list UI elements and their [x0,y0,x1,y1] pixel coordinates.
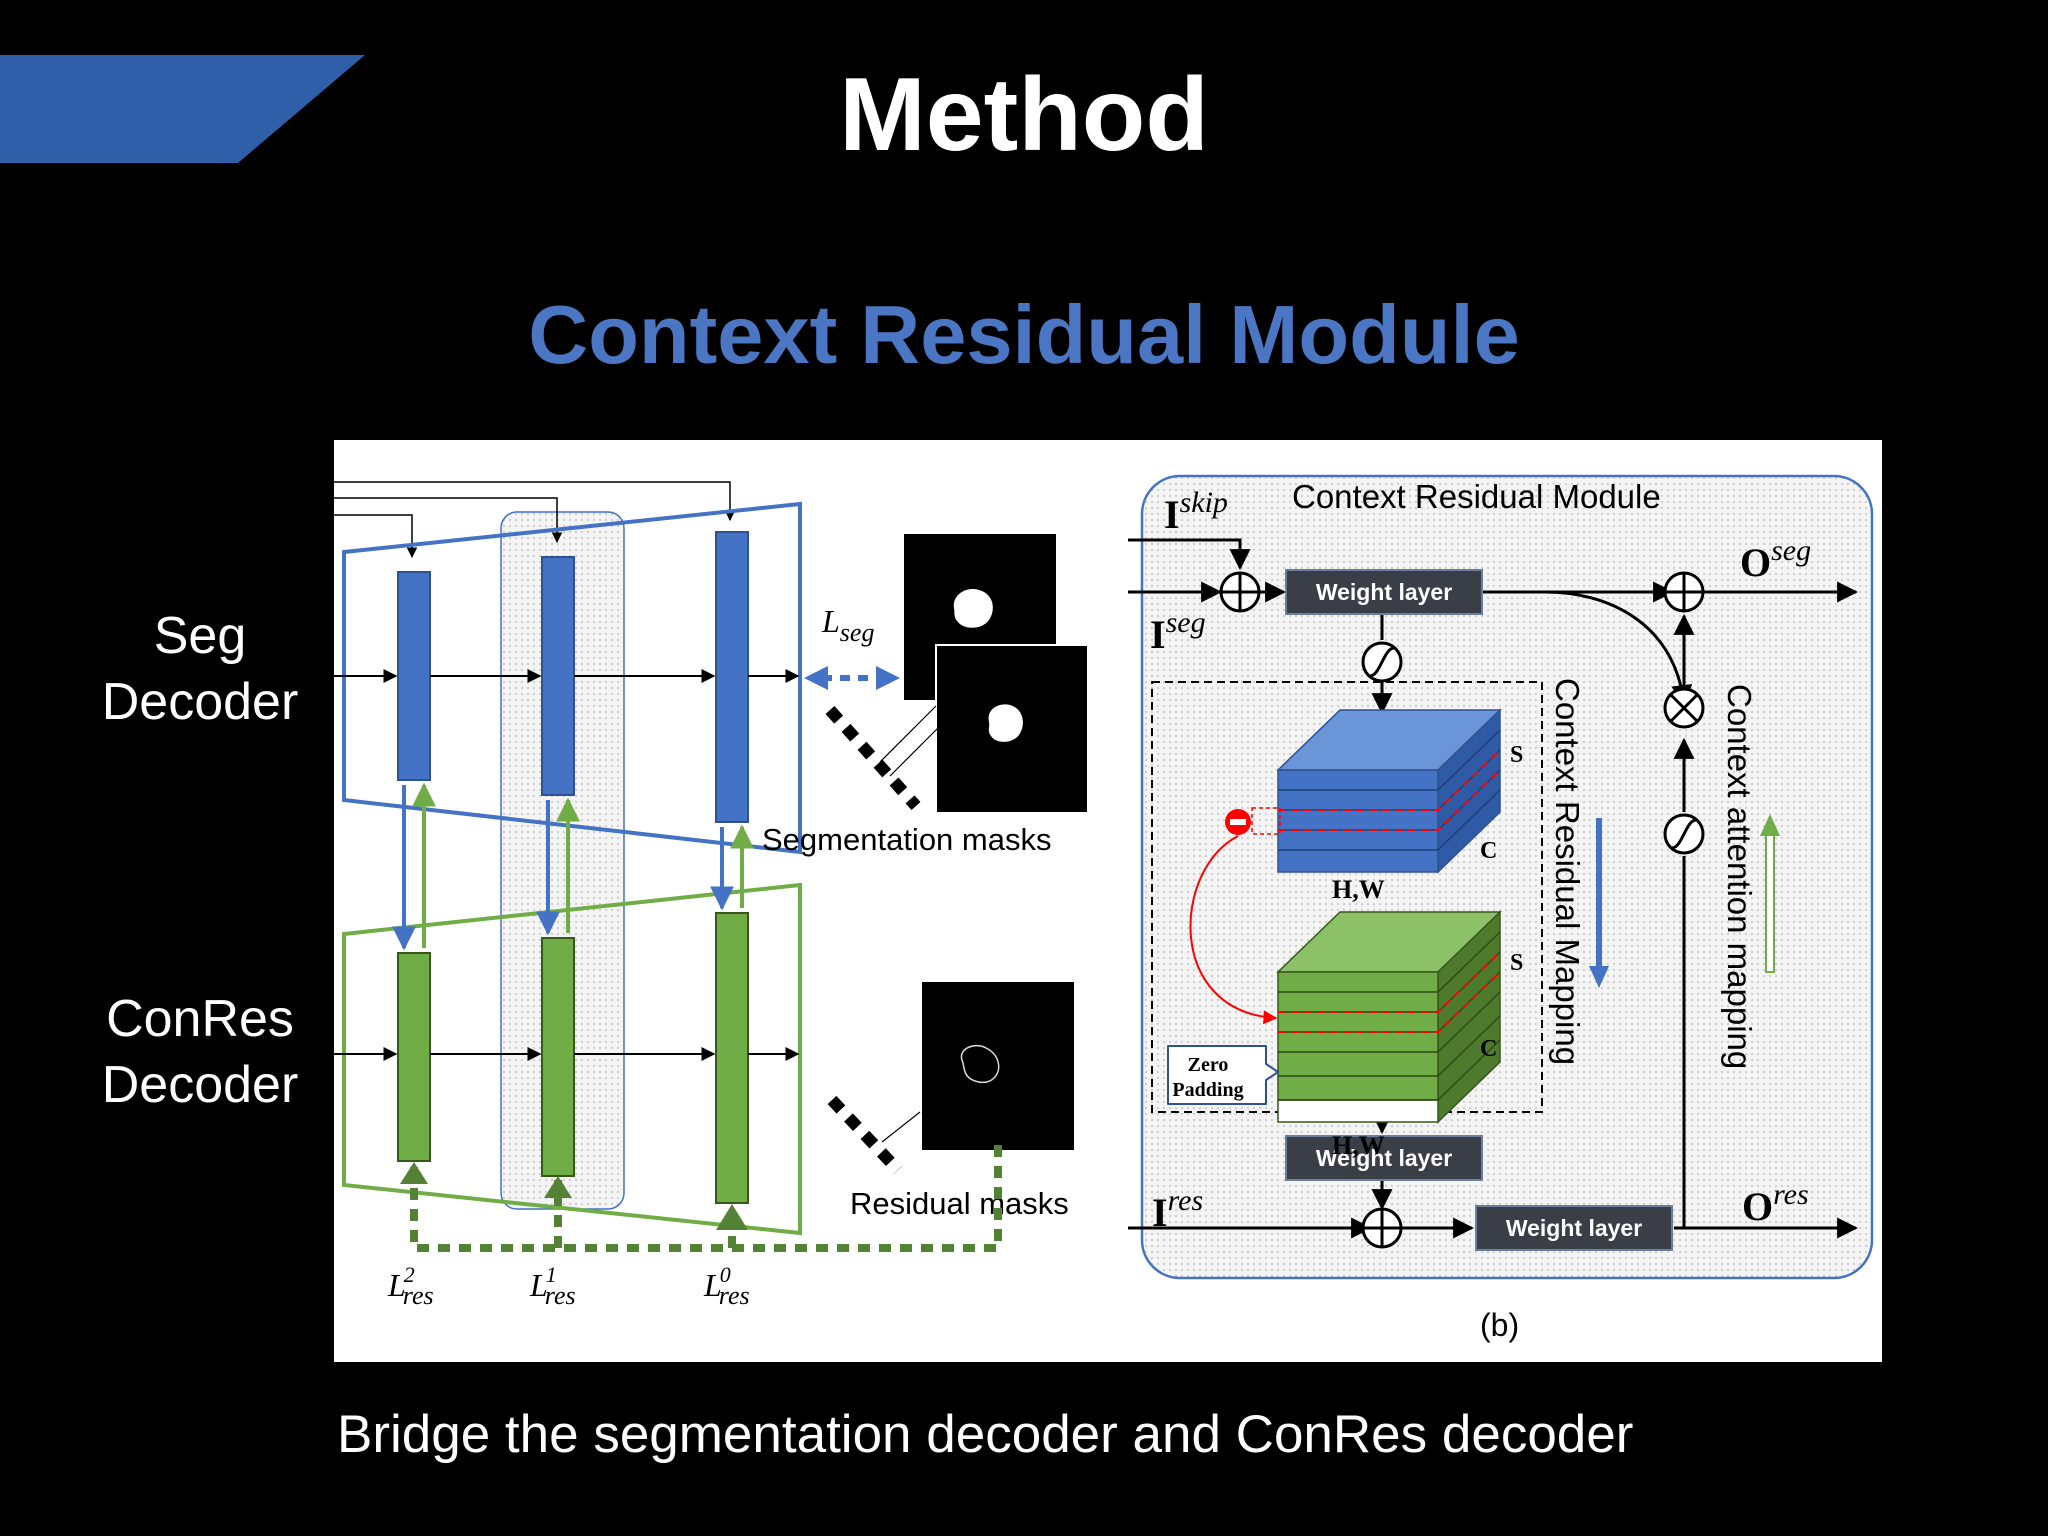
svg-text:Weight layer: Weight layer [1506,1215,1642,1241]
o-seg-label: Oseg [1740,534,1811,585]
o-res-label: Ores [1742,1178,1809,1229]
sigmoid-node-top [1361,641,1403,683]
svg-text:Weight layer: Weight layer [1316,579,1452,605]
conres-block-2 [397,952,431,1162]
slide-caption: Bridge the segmentation decoder and ConR… [337,1405,1634,1464]
res-feature-cube [1276,910,1502,1124]
conres-decoder-frame [342,882,802,1236]
slice-transfer-arrow [1189,835,1278,1025]
weight-layer-seg: Weight layer [1285,569,1483,615]
sum-node-res [1361,1207,1403,1249]
seg-cube-dim-c: C [1480,838,1497,864]
conres-decoder-label: ConRes Decoder [101,990,299,1114]
method-figure: Lseg Segmentation masks Residual masks L… [334,440,1882,1362]
conres-block-1 [541,937,575,1177]
seg-feature-cube [1276,708,1502,874]
sum-node-out-seg [1663,571,1705,613]
res-mask-pointer [827,1095,903,1175]
svg-text:Zero: Zero [1188,1054,1229,1076]
weight-layer-res: Weight layer [1475,1205,1673,1251]
conres-block-0 [715,912,749,1204]
res-cube-dim-hw: H,W [1332,1131,1385,1160]
seg-decoder-label: Seg Decoder [101,607,299,731]
seg-slice-highlight [1278,749,1501,831]
zero-padding-callout: Zero Padding [1167,1045,1279,1105]
seg-block-2 [397,571,431,781]
sum-node-skip [1219,571,1261,613]
slide-subtitle: Context Residual Module [528,288,1520,381]
seg-mask-pointer [825,705,921,811]
svg-text:Padding: Padding [1172,1079,1243,1101]
res-cube-dim-s: S [1510,950,1523,976]
res-cube-dim-c: C [1480,1036,1497,1062]
context-residual-diagram: Lseg Segmentation masks Residual masks L… [334,474,1874,1343]
bridge-arrows [392,782,754,951]
slide-title: Method [839,57,1209,173]
crm-connections [1128,538,1859,1239]
lseg-arrow [804,666,900,690]
decoder-flow-arrows [334,669,800,1061]
product-node [1663,687,1705,729]
title-banner-shape [0,55,365,163]
res-slice-highlight [1278,951,1501,1033]
residual-direction-arrow [1589,818,1609,988]
i-seg-label: Iseg [1150,606,1206,657]
sigmoid-node-right [1663,813,1705,855]
residual-mapping-label: Context Residual Mapping [1549,678,1586,1065]
seg-cube-dim-s: S [1510,742,1523,768]
seg-decoder-frame [342,501,802,855]
i-skip-label: Iskip [1164,486,1228,537]
segmentation-masks-label: Segmentation masks [762,822,1051,857]
seg-block-0 [715,531,749,823]
crm-title: Context Residual Module [1292,478,1661,515]
i-res-label: Ires [1152,1184,1203,1235]
seg-block-1 [541,556,575,796]
attention-direction-arrow [1760,814,1780,973]
attention-mapping-label: Context attention mapping [1721,684,1758,1069]
panel-label: (b) [1480,1307,1519,1343]
weight-layer-mid: Weight layer [1285,1135,1483,1181]
subtract-icon [1225,809,1251,835]
svg-text:Weight layer: Weight layer [1316,1145,1452,1171]
residual-masks-label: Residual masks [850,1186,1069,1221]
seg-cube-dim-hw: H,W [1332,875,1385,904]
loss-seg-label: Lseg [821,603,874,647]
